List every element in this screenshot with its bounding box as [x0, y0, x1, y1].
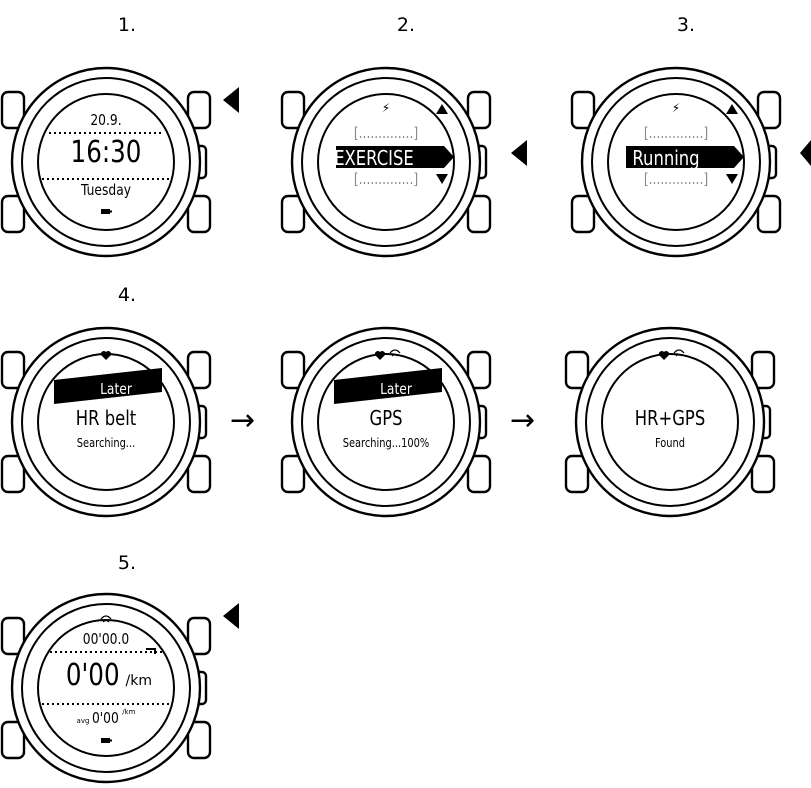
step-label-5: 5. — [117, 552, 137, 574]
triangle-pointer-icon — [223, 87, 239, 113]
step-label-4: 4. — [117, 284, 137, 306]
searching-status: Searching...100% — [342, 436, 430, 450]
watch-running-menu: ⚡ [..............] Running [............… — [570, 62, 782, 262]
heart-icon — [658, 351, 670, 360]
later-bar[interactable] — [6, 322, 206, 522]
menu-item-above: [..............] — [643, 124, 709, 142]
pace-unit: /km — [125, 673, 152, 689]
gps-signal-icon — [100, 615, 112, 623]
avg-pace-unit: /km — [122, 708, 136, 716]
pace-value: 0'00 — [65, 658, 120, 693]
runner-icon: ⚡ — [381, 101, 391, 115]
gps-title: GPS — [369, 406, 403, 430]
watch-case — [564, 326, 776, 518]
found-status: Found — [654, 436, 686, 450]
triangle-pointer-icon — [223, 603, 239, 629]
triangle-pointer-icon — [800, 140, 811, 166]
menu-item-selected[interactable]: EXERCISE — [334, 146, 414, 170]
hr-gps-title: HR+GPS — [634, 406, 706, 430]
step-label-2: 2. — [396, 14, 416, 36]
later-label[interactable]: Later — [380, 380, 412, 398]
time-text: 16:30 — [70, 135, 142, 170]
later-bar[interactable] — [286, 322, 486, 522]
menu-item-below: [..............] — [353, 170, 419, 188]
watch-time-display: 20.9. 16:30 Tuesday — [0, 62, 212, 262]
menu-selection-bar — [626, 104, 744, 184]
battery-icon — [101, 209, 112, 214]
flow-arrow-1: → — [230, 403, 256, 438]
step-label-3: 3. — [676, 14, 696, 36]
menu-item-above: [..............] — [353, 124, 419, 142]
day-text: Tuesday — [80, 181, 132, 199]
watch-gps-search: Later GPS Searching...100% — [280, 322, 492, 522]
watch-case — [0, 592, 212, 784]
battery-icon — [101, 738, 112, 743]
hr-belt-title: HR belt — [75, 406, 137, 430]
flow-arrow-2: → — [510, 403, 536, 438]
watch-hr-gps-found: HR+GPS Found — [564, 322, 776, 522]
menu-selection-bar — [336, 104, 454, 184]
step-label-1: 1. — [117, 14, 137, 36]
menu-item-selected[interactable]: Running — [632, 146, 700, 170]
duration-text: 00'00.0 — [82, 630, 130, 648]
heart-icon — [374, 351, 386, 360]
date-text: 20.9. — [90, 111, 122, 129]
avg-pace-value: 0'00 — [92, 709, 120, 727]
pace-row: 0'00/km — [6, 658, 206, 693]
avg-label: avg — [76, 717, 90, 725]
gps-signal-icon — [389, 349, 401, 357]
watch-case — [0, 66, 212, 258]
watch-case — [570, 66, 782, 258]
later-label[interactable]: Later — [100, 380, 132, 398]
heart-icon — [100, 351, 112, 360]
searching-status: Searching... — [76, 436, 136, 450]
watch-exercise-menu: ⚡ [..............] EXERCISE [...........… — [280, 62, 492, 262]
runner-icon: ⚡ — [671, 101, 681, 115]
menu-item-below: [..............] — [643, 170, 709, 188]
watch-hr-belt-search: Later HR belt Searching... — [0, 322, 212, 522]
gps-signal-icon — [673, 349, 685, 357]
triangle-pointer-icon — [511, 140, 527, 166]
